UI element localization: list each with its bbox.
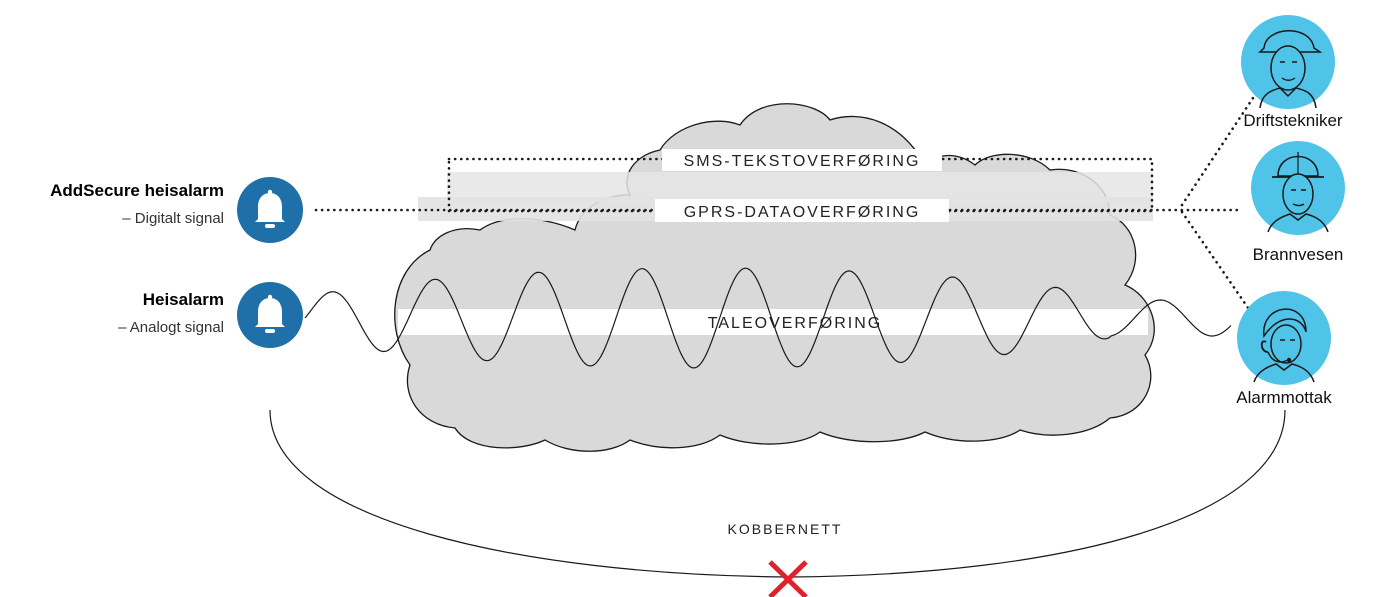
analog-voice-wave — [304, 267, 1232, 369]
digital-source-title: AddSecure heisalarm — [50, 181, 224, 200]
operator-headset-avatar-icon — [1237, 291, 1331, 385]
copper-disconnected-cross-icon — [768, 560, 808, 597]
recipient-label-brannvesen: Brannvesen — [1253, 245, 1344, 264]
gprs-channel-label: GPRS-DATAOVERFØRING — [684, 204, 921, 221]
copper-network-label: KOBBERNETT — [728, 521, 843, 537]
technician-avatar-icon — [1241, 15, 1335, 109]
sms-channel-label: SMS-TEKSTOVERFØRING — [684, 153, 921, 170]
analog-alarm-bell-icon — [237, 282, 303, 348]
analog-source-title: Heisalarm — [143, 290, 224, 309]
firefighter-avatar-icon — [1251, 141, 1345, 235]
digital-alarm-bell-icon — [237, 177, 303, 243]
recipient-label-driftstekniker: Driftstekniker — [1243, 111, 1343, 130]
gprs-label-bg — [655, 199, 949, 222]
fanout-line-alarmmottak — [1180, 210, 1257, 320]
voice-channel-label: TALEOVERFØRING — [708, 315, 882, 332]
voice-label-bg — [695, 311, 895, 333]
sms-label-bg — [662, 149, 942, 171]
recipient-label-alarmmottak: Alarmmottak — [1236, 388, 1332, 407]
digital-source-subtitle: – Digitalt signal — [122, 210, 224, 227]
fanout-line-driftstekniker — [1180, 93, 1257, 207]
analog-source-subtitle: – Analogt signal — [118, 319, 224, 336]
